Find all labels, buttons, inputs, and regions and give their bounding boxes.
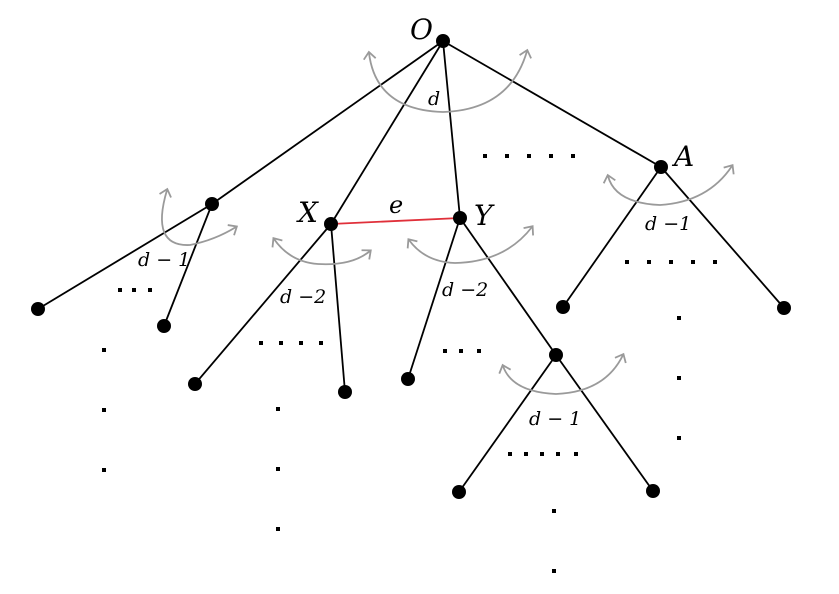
node-y xyxy=(453,211,467,225)
leaf xyxy=(401,372,415,386)
edge-o-x xyxy=(330,40,444,225)
leaf xyxy=(188,377,202,391)
dot xyxy=(505,154,509,158)
nodes xyxy=(31,34,791,499)
dot xyxy=(443,349,447,353)
arc-root xyxy=(363,48,532,113)
dot xyxy=(549,154,553,158)
dot xyxy=(552,509,556,513)
leaf xyxy=(646,484,660,498)
ellipsis-dots xyxy=(102,154,717,573)
dot xyxy=(299,341,303,345)
node-sub xyxy=(549,348,563,362)
dot xyxy=(625,260,629,264)
arc-sub xyxy=(498,352,627,395)
arc-left xyxy=(159,187,239,246)
label-root: O xyxy=(410,13,433,46)
leaf xyxy=(452,485,466,499)
dot xyxy=(647,260,651,264)
label-angle-left: d − 1 xyxy=(138,249,190,271)
label-node-x: X xyxy=(296,196,319,229)
node-a xyxy=(654,160,668,174)
dot xyxy=(102,468,106,472)
leaf xyxy=(777,301,791,315)
label-angle-sub: d − 1 xyxy=(529,408,581,430)
dot xyxy=(102,408,106,412)
dot xyxy=(552,569,556,573)
edge-a-leaf2 xyxy=(660,166,785,309)
dot xyxy=(691,260,695,264)
leaf xyxy=(556,300,570,314)
dot xyxy=(677,316,681,320)
dot xyxy=(527,154,531,158)
edge-o-y xyxy=(442,40,461,219)
edge-x-leaf2 xyxy=(330,223,346,393)
dot xyxy=(508,452,512,456)
dot xyxy=(148,288,152,292)
angle-arcs xyxy=(159,48,735,395)
leaf xyxy=(157,319,171,333)
edge-o-left xyxy=(211,40,444,205)
dot xyxy=(524,452,528,456)
node-left xyxy=(205,197,219,211)
edge-sub-leaf2 xyxy=(555,354,654,492)
arc-a xyxy=(602,164,735,206)
dot xyxy=(102,348,106,352)
label-angle-y: d −2 xyxy=(442,279,488,301)
arc-y xyxy=(406,225,534,264)
dot xyxy=(118,288,122,292)
dot xyxy=(677,436,681,440)
edge-sub-leaf1 xyxy=(458,354,557,493)
arc-x xyxy=(271,237,372,266)
dot xyxy=(483,154,487,158)
label-node-y: Y xyxy=(474,199,495,232)
dot xyxy=(477,349,481,353)
edge-e-x-y xyxy=(330,217,461,225)
dot xyxy=(574,452,578,456)
dot xyxy=(459,349,463,353)
dot xyxy=(276,467,280,471)
node-o xyxy=(436,34,450,48)
node-x xyxy=(324,217,338,231)
label-angle-x: d −2 xyxy=(280,286,326,308)
leaf xyxy=(338,385,352,399)
edge-a-leaf1 xyxy=(562,166,662,308)
label-angle-a: d −1 xyxy=(645,213,691,235)
label-angle-root: d xyxy=(428,88,440,110)
dot xyxy=(677,376,681,380)
dot xyxy=(276,407,280,411)
labels: O A X Y e d d − 1 d −2 d −2 d −1 d − 1 xyxy=(138,13,694,430)
dot xyxy=(540,452,544,456)
dot xyxy=(132,288,136,292)
dot xyxy=(259,341,263,345)
label-edge-e: e xyxy=(389,191,403,219)
edge-o-a xyxy=(442,40,662,168)
dot xyxy=(276,527,280,531)
dot xyxy=(279,341,283,345)
dot xyxy=(669,260,673,264)
label-node-a: A xyxy=(671,140,694,173)
dot xyxy=(319,341,323,345)
dot xyxy=(571,154,575,158)
dot xyxy=(556,452,560,456)
leaf xyxy=(31,302,45,316)
dot xyxy=(713,260,717,264)
